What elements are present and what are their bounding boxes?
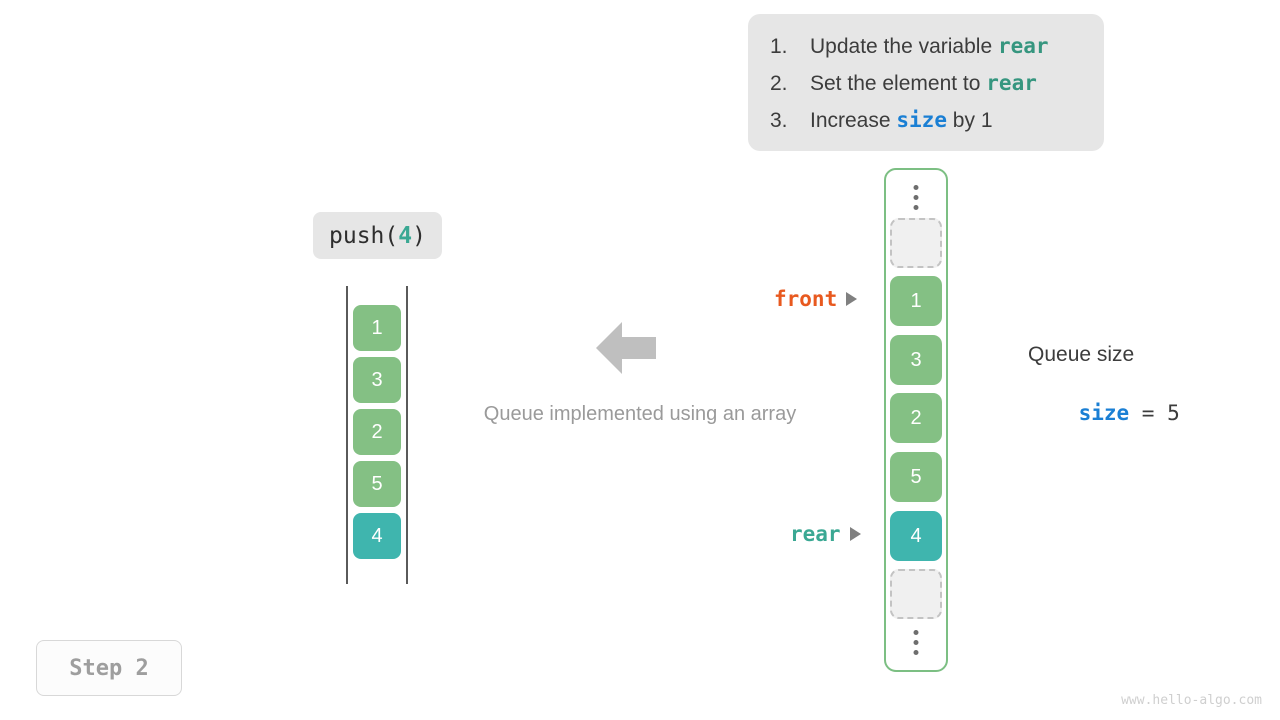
array-rail-left [346, 286, 348, 584]
size-equals: = [1129, 401, 1168, 425]
ring-slot-highlighted: 4 [890, 511, 942, 561]
instruction-code-token: rear [997, 34, 1049, 58]
instruction-code-token: size [896, 108, 947, 132]
pointer-triangle-icon [849, 527, 861, 541]
diagram-caption: Queue implemented using an array [483, 403, 797, 425]
vertical-ellipsis-icon [913, 185, 919, 210]
instruction-item: 2. Set the element to rear [770, 71, 1086, 108]
instruction-code-token: rear [986, 71, 1037, 95]
operation-label: push( 4 ) [313, 212, 442, 259]
rear-pointer-label: rear [790, 522, 861, 546]
instruction-number: 2. [770, 72, 788, 95]
array-cell: 2 [353, 409, 401, 455]
queue-size-expression: size = 5 [1028, 377, 1228, 449]
ring-slot: 5 [890, 452, 942, 502]
instruction-card: 1. Update the variable rear 2. Set the e… [748, 14, 1104, 151]
array-rail-right [406, 286, 408, 584]
operation-argument: 4 [398, 222, 413, 249]
operation-suffix: ) [412, 222, 426, 249]
instruction-text: Increase [810, 109, 897, 132]
instruction-number: 1. [770, 35, 788, 58]
array-cell: 1 [353, 305, 401, 351]
queue-size-block: Queue size size = 5 [1028, 343, 1228, 449]
operation-prefix: push( [329, 222, 399, 249]
watermark: www.hello-algo.com [1121, 693, 1262, 708]
size-value: 5 [1167, 401, 1180, 425]
instruction-number: 3. [770, 109, 788, 132]
linear-array-cells: 1 3 2 5 4 [353, 305, 401, 565]
instruction-item: 1. Update the variable rear [770, 34, 1086, 71]
front-pointer-label: front [774, 287, 858, 311]
ring-slot: 3 [890, 335, 942, 385]
front-pointer-text: front [774, 287, 838, 311]
array-cell: 5 [353, 461, 401, 507]
instruction-text: Update the variable [810, 35, 998, 58]
array-cell-highlighted: 4 [353, 513, 401, 559]
pointer-triangle-icon [846, 292, 858, 306]
ring-slot: 2 [890, 393, 942, 443]
array-cell: 3 [353, 357, 401, 403]
ring-slot-empty [890, 218, 942, 268]
instruction-text: Set the element to [810, 72, 987, 95]
queue-size-title: Queue size [1028, 343, 1135, 366]
step-badge: Step 2 [36, 640, 182, 696]
arrow-left-icon [596, 322, 656, 374]
circular-array-container: 1 3 2 5 4 [884, 168, 948, 672]
vertical-ellipsis-icon [913, 630, 919, 655]
linear-array: 1 3 2 5 4 [345, 286, 409, 584]
ring-slot: 1 [890, 276, 942, 326]
instruction-item: 3. Increase size by 1 [770, 108, 1086, 145]
size-variable-name: size [1078, 401, 1130, 425]
instruction-text-tail: by 1 [946, 109, 993, 132]
rear-pointer-text: rear [790, 522, 841, 546]
ring-slot-empty [890, 569, 942, 619]
